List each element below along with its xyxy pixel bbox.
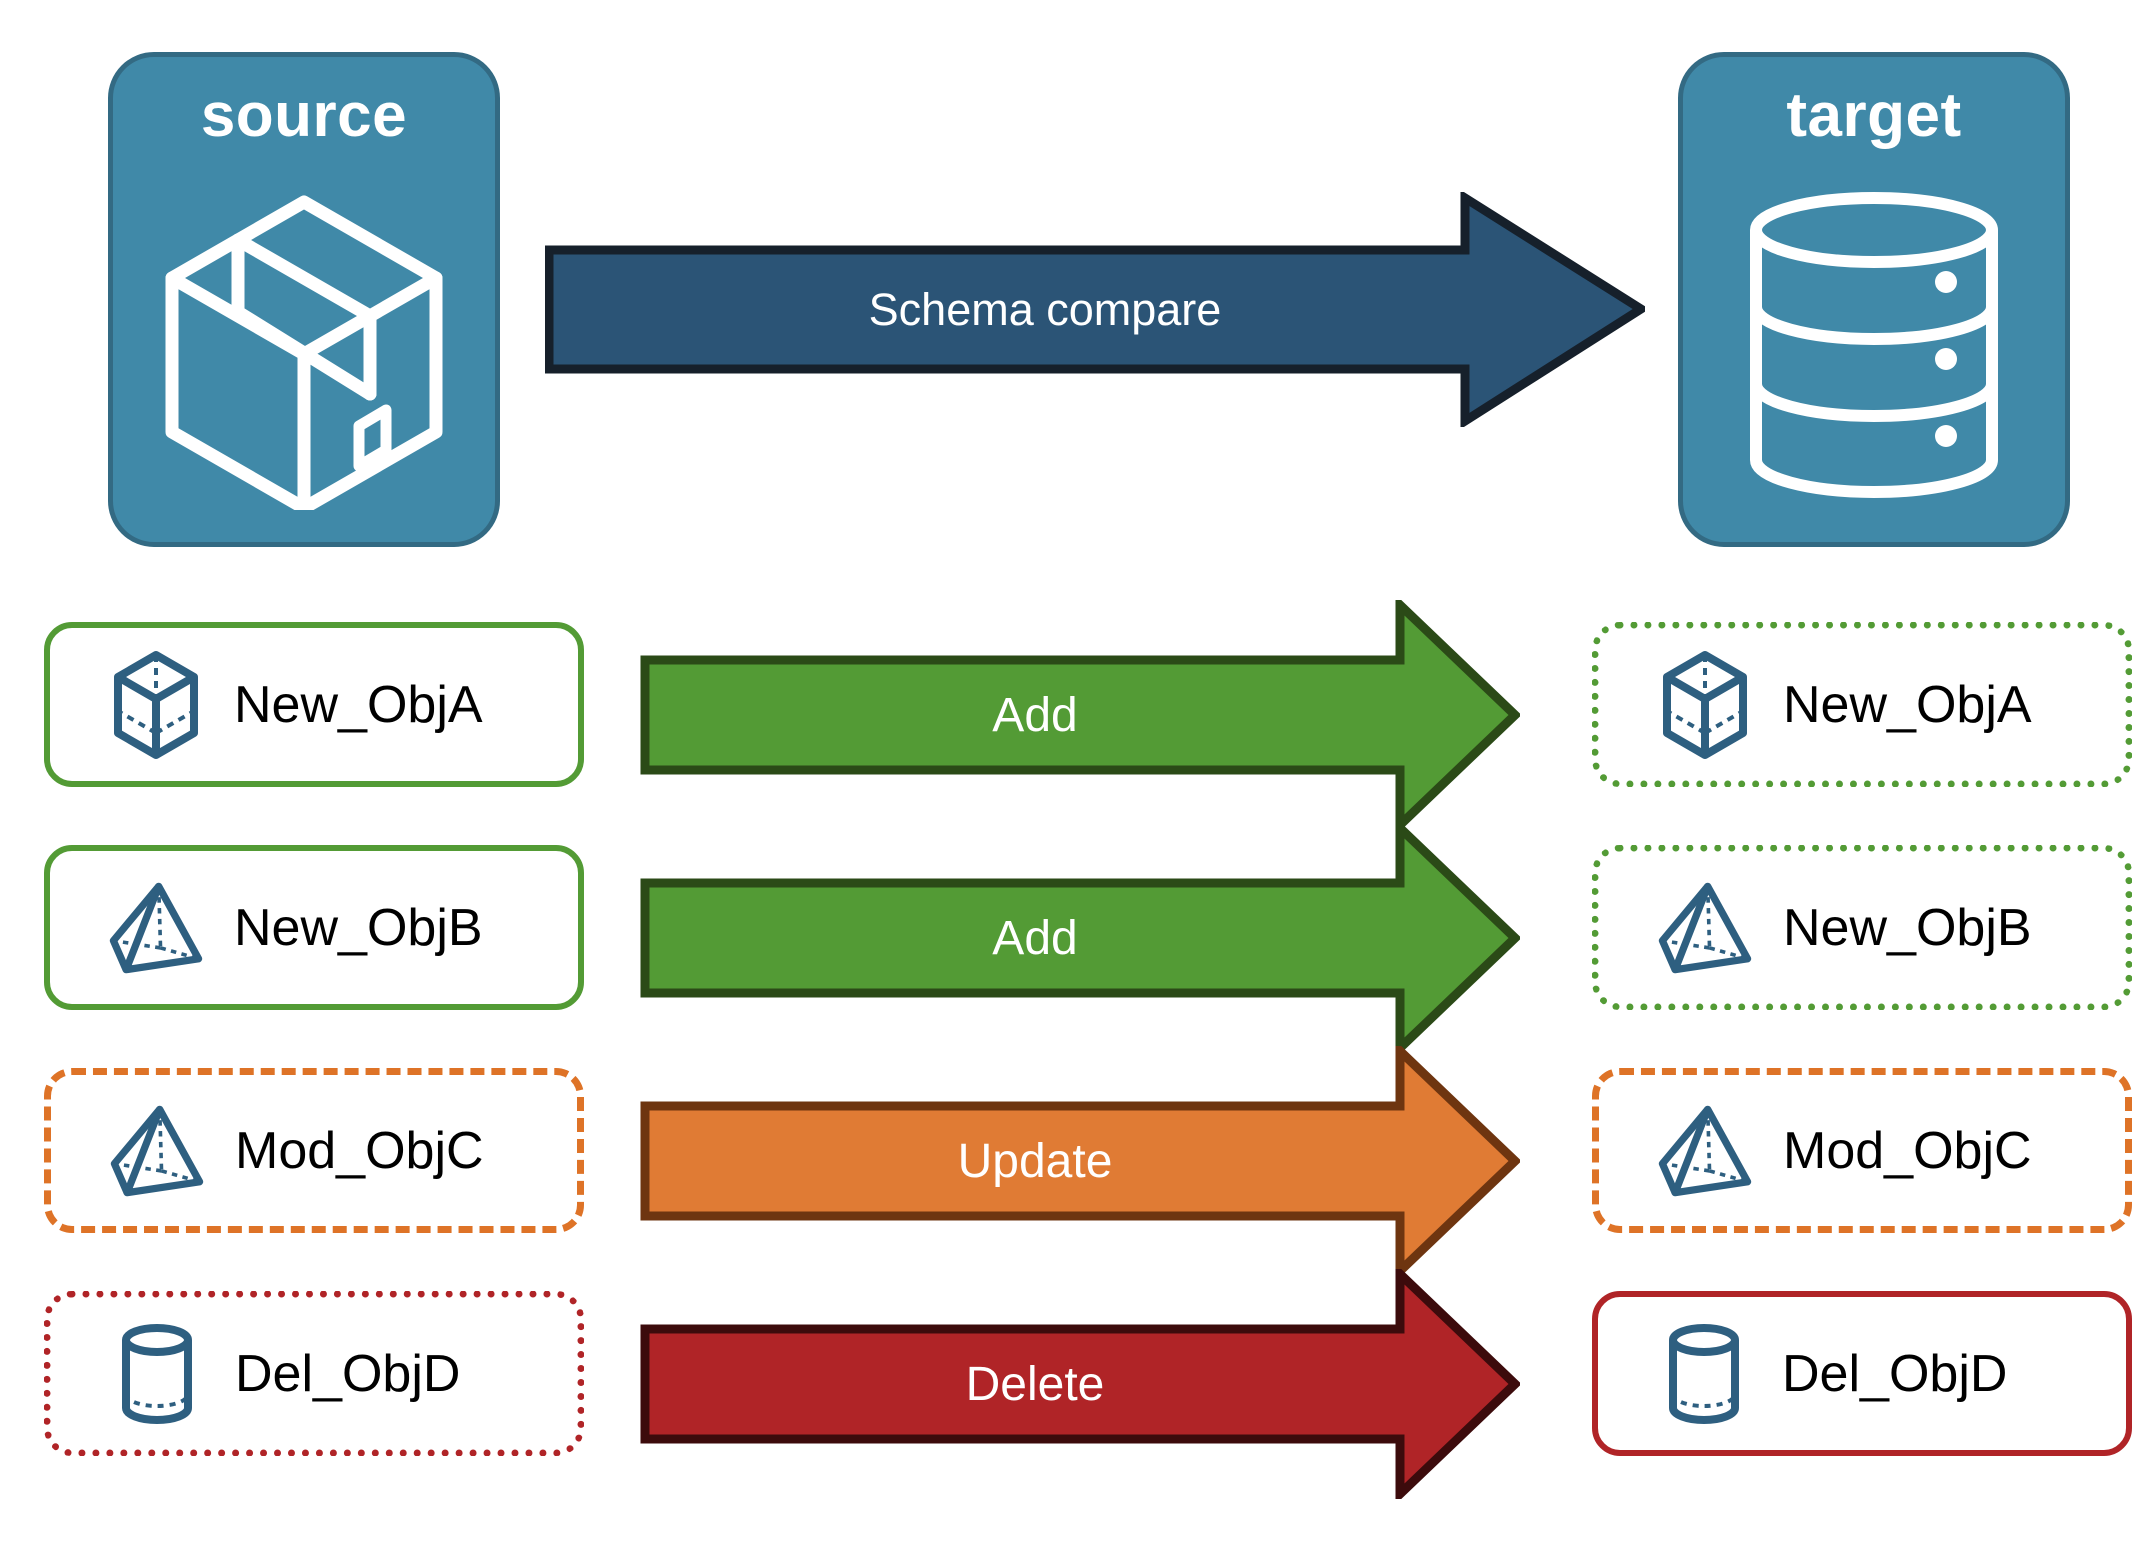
source-object-label: New_ObjB <box>234 898 483 957</box>
source-object-box[interactable]: New_ObjB <box>44 845 584 1010</box>
target-title: target <box>1786 81 1962 150</box>
wireframe-pyramid-icon <box>1657 873 1753 983</box>
target-object-box[interactable]: New_ObjB <box>1592 845 2132 1010</box>
target-object-box[interactable]: Del_ObjD <box>1592 1291 2132 1456</box>
source-object-label: New_ObjA <box>234 675 483 734</box>
wireframe-cube-icon <box>1657 650 1753 760</box>
target-object-box[interactable]: Mod_ObjC <box>1592 1068 2132 1233</box>
source-object-box[interactable]: New_ObjA <box>44 622 584 787</box>
wireframe-pyramid-icon <box>109 1096 205 1206</box>
delete-action-arrow[interactable] <box>640 1269 1520 1499</box>
package-box-icon <box>113 147 495 542</box>
object-row: New_ObjA Add New_ObjA <box>0 600 2150 830</box>
target-object-label: Mod_ObjC <box>1783 1121 2032 1180</box>
wireframe-pyramid-icon <box>108 873 204 983</box>
object-row: Mod_ObjC Update Mod_ObjC <box>0 1046 2150 1276</box>
wireframe-cube-icon <box>108 650 204 760</box>
add-action-arrow[interactable] <box>640 600 1520 830</box>
target-object-label: New_ObjA <box>1783 675 2032 734</box>
source-object-label: Del_ObjD <box>235 1344 461 1403</box>
source-object-box[interactable]: Del_ObjD <box>44 1291 584 1456</box>
target-object-label: New_ObjB <box>1783 898 2032 957</box>
object-row: Del_ObjD Delete Del_ObjD <box>0 1269 2150 1499</box>
target-object-box[interactable]: New_ObjA <box>1592 622 2132 787</box>
source-title: source <box>200 81 408 150</box>
object-row: New_ObjB Add New_ObjB <box>0 823 2150 1053</box>
wireframe-pyramid-icon <box>1657 1096 1753 1206</box>
source-object-box[interactable]: Mod_ObjC <box>44 1068 584 1233</box>
database-cylinder-icon <box>1683 147 2065 542</box>
target-endpoint-card: target <box>1678 52 2070 547</box>
source-object-label: Mod_ObjC <box>235 1121 484 1180</box>
schema-compare-arrow <box>545 192 1645 427</box>
add-action-arrow[interactable] <box>640 823 1520 1053</box>
wireframe-cylinder-icon <box>109 1319 205 1429</box>
source-endpoint-card: source <box>108 52 500 547</box>
wireframe-cylinder-icon <box>1656 1319 1752 1429</box>
update-action-arrow[interactable] <box>640 1046 1520 1276</box>
target-object-label: Del_ObjD <box>1782 1344 2008 1403</box>
